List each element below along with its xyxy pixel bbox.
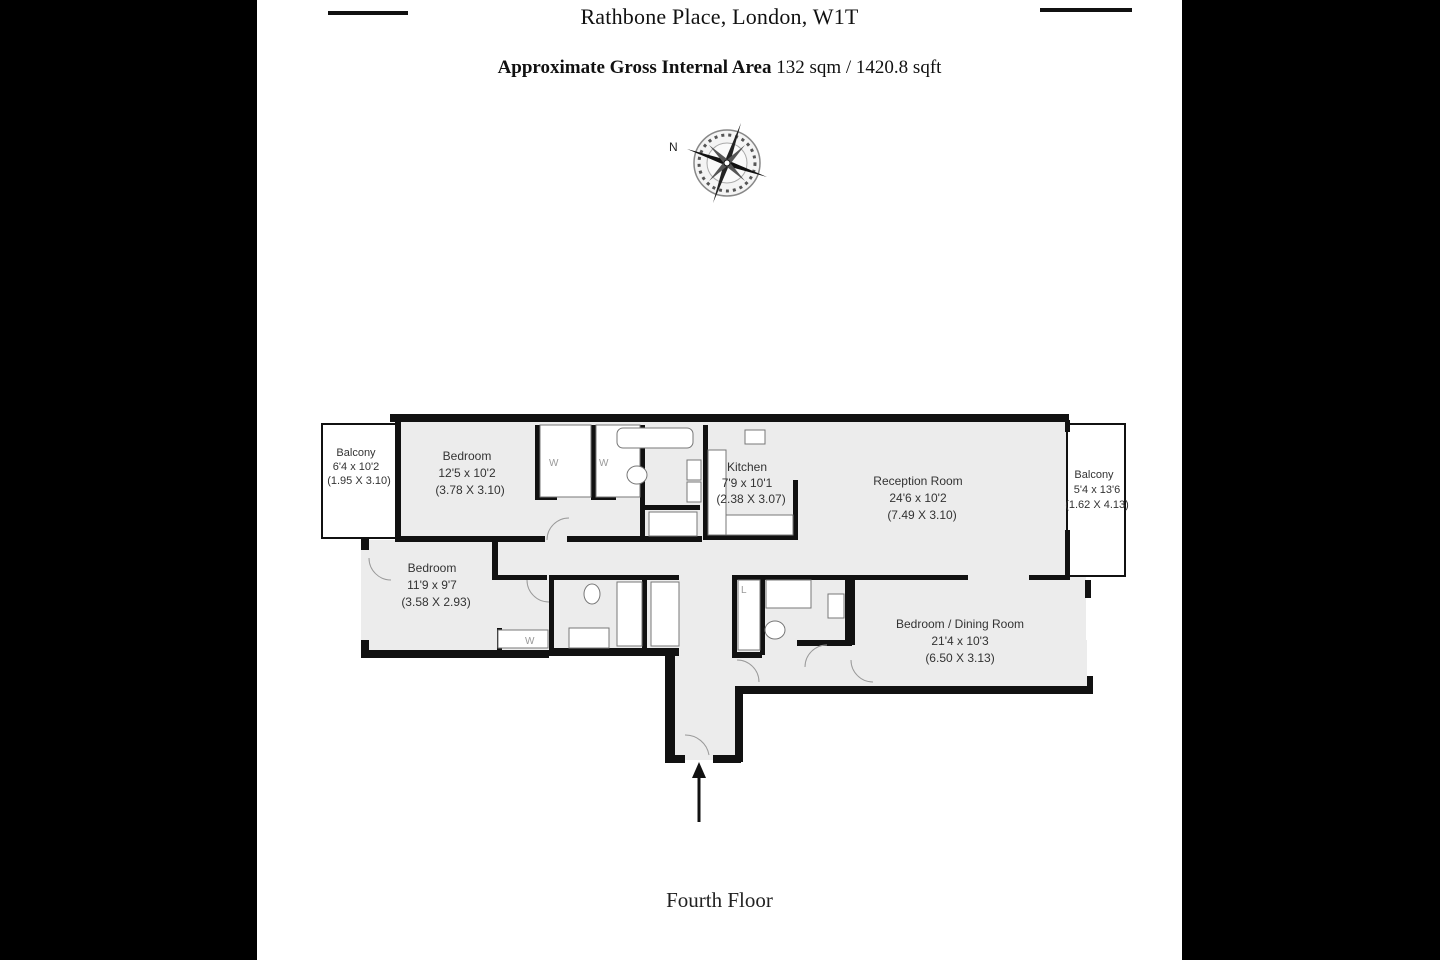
room-dimensions-metric: (6.50 X 3.13) — [925, 651, 994, 665]
room-dimensions-imperial: 12'5 x 10'2 — [438, 466, 496, 480]
floorplan-page: Rathbone Place, London, W1T Approximate … — [257, 0, 1182, 960]
room-dimensions-imperial: 24'6 x 10'2 — [889, 491, 947, 505]
room-name: Bedroom — [443, 449, 492, 463]
room-name: Balcony — [1074, 469, 1114, 481]
laundry-marker: L — [741, 585, 747, 596]
room-dimensions-metric: (3.78 X 3.10) — [435, 483, 504, 497]
room-name: Bedroom — [408, 561, 457, 575]
room-dimensions-imperial: 21'4 x 10'3 — [931, 634, 989, 648]
room-dimensions-imperial: 6'4 x 10'2 — [333, 461, 379, 473]
hob-icon — [744, 429, 766, 445]
compass-rose-icon — [687, 123, 767, 203]
room-dimensions-metric: (7.49 X 3.10) — [887, 508, 956, 522]
area-value: 132 sqm / 1420.8 sqft — [776, 57, 942, 78]
room-name: Kitchen — [727, 460, 767, 474]
room-dimensions-imperial: 7'9 x 10'1 — [722, 476, 773, 490]
wardrobe-marker: W — [599, 458, 609, 469]
room-dimensions-metric: (1.62 X 4.13) — [1065, 499, 1129, 511]
room-dimensions-metric: (1.95 X 3.10) — [327, 475, 391, 487]
room-labels: Balcony 6'4 x 10'2 (1.95 X 3.10) Bedroom… — [327, 447, 1129, 665]
room-dimensions-metric: (2.38 X 3.07) — [716, 492, 785, 506]
room-dimensions-metric: (3.58 X 2.93) — [401, 595, 470, 609]
wardrobe-marker: W — [525, 636, 535, 647]
property-title: Rathbone Place, London, W1T — [580, 4, 859, 29]
area-label: Approximate Gross Internal Area — [497, 57, 772, 78]
room-name: Balcony — [336, 447, 376, 459]
header-rule-left — [328, 11, 408, 15]
balcony-right — [1066, 423, 1126, 577]
room-dimensions-imperial: 11'9 x 9'7 — [407, 578, 457, 592]
room-name: Reception Room — [873, 474, 962, 488]
area-summary: Approximate Gross Internal Area 132 sqm … — [257, 57, 1182, 79]
fixtures — [497, 424, 845, 651]
wardrobe-marker: W — [549, 458, 559, 469]
room-dimensions-imperial: 5'4 x 13'6 — [1074, 484, 1120, 496]
floor-fill — [361, 420, 1087, 760]
compass-north-label: N — [669, 140, 678, 154]
balcony-left — [321, 423, 398, 539]
floor-plan-drawing: N — [321, 123, 1129, 822]
bathtub-icon — [616, 427, 694, 449]
room-name: Bedroom / Dining Room — [896, 617, 1024, 631]
door-swings — [368, 517, 874, 756]
toilet-icon — [626, 465, 648, 485]
entrance-arrow-icon — [692, 762, 706, 822]
header-rule-right — [1040, 8, 1132, 12]
walls — [361, 414, 1093, 763]
floor-label: Fourth Floor — [666, 888, 773, 912]
